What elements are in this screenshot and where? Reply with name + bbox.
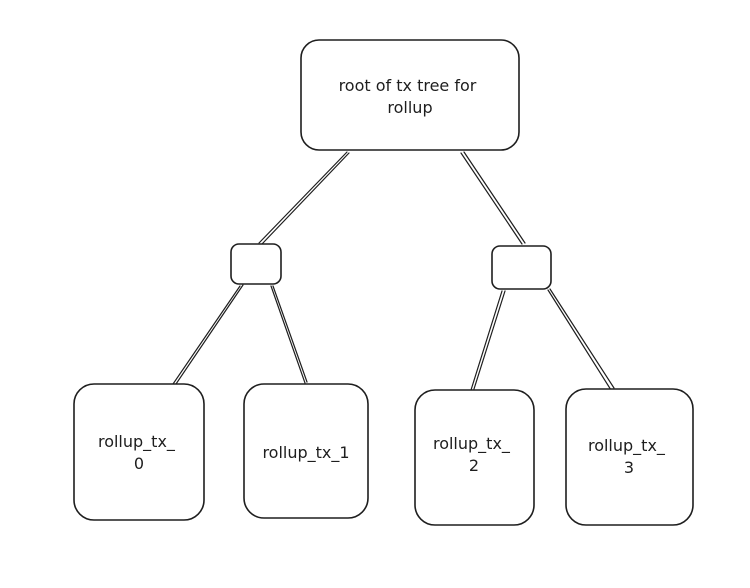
edge-root-to-internal-left [258, 151, 350, 245]
root-node-label-line-1: root of tx tree for [339, 76, 477, 95]
leaf-node-2-label-line-1: rollup_tx_ [433, 434, 511, 454]
leaf-node-1: rollup_tx_1 [243, 383, 369, 519]
edge-internal-left-to-leaf-1 [270, 285, 308, 384]
leaf-node-3-label: rollup_tx_ 3 [588, 436, 670, 477]
edge-root-to-internal-right [460, 151, 526, 245]
leaf-node-3-label-line-2: 3 [624, 458, 634, 477]
leaf-node-0-label: rollup_tx_ 0 [98, 432, 180, 473]
internal-node-left [230, 243, 282, 285]
leaf-node-3-label-line-1: rollup_tx_ [588, 436, 666, 456]
leaf-node-1-label-line-1: rollup_tx_1 [262, 443, 349, 463]
internal-node-right [491, 245, 552, 290]
root-node-label-line-2: rollup [387, 98, 432, 117]
leaf-node-0-label-line-2: 0 [134, 454, 144, 473]
leaf-node-2-label: rollup_tx_ 2 [433, 434, 515, 475]
leaf-node-2: rollup_tx_ 2 [414, 389, 535, 526]
edge-internal-right-to-leaf-2 [470, 290, 506, 391]
leaf-node-0-label-line-1: rollup_tx_ [98, 432, 176, 452]
leaf-node-1-label: rollup_tx_1 [262, 443, 349, 463]
tree-edges [172, 151, 615, 391]
edge-internal-left-to-leaf-0 [172, 284, 244, 385]
edge-internal-right-to-leaf-3 [547, 288, 615, 391]
leaf-node-3: rollup_tx_ 3 [565, 388, 694, 526]
root-node: root of tx tree for rollup [300, 39, 520, 151]
leaf-node-0: rollup_tx_ 0 [73, 383, 205, 521]
leaf-node-2-label-line-2: 2 [469, 456, 479, 475]
root-node-label: root of tx tree for rollup [339, 76, 482, 117]
